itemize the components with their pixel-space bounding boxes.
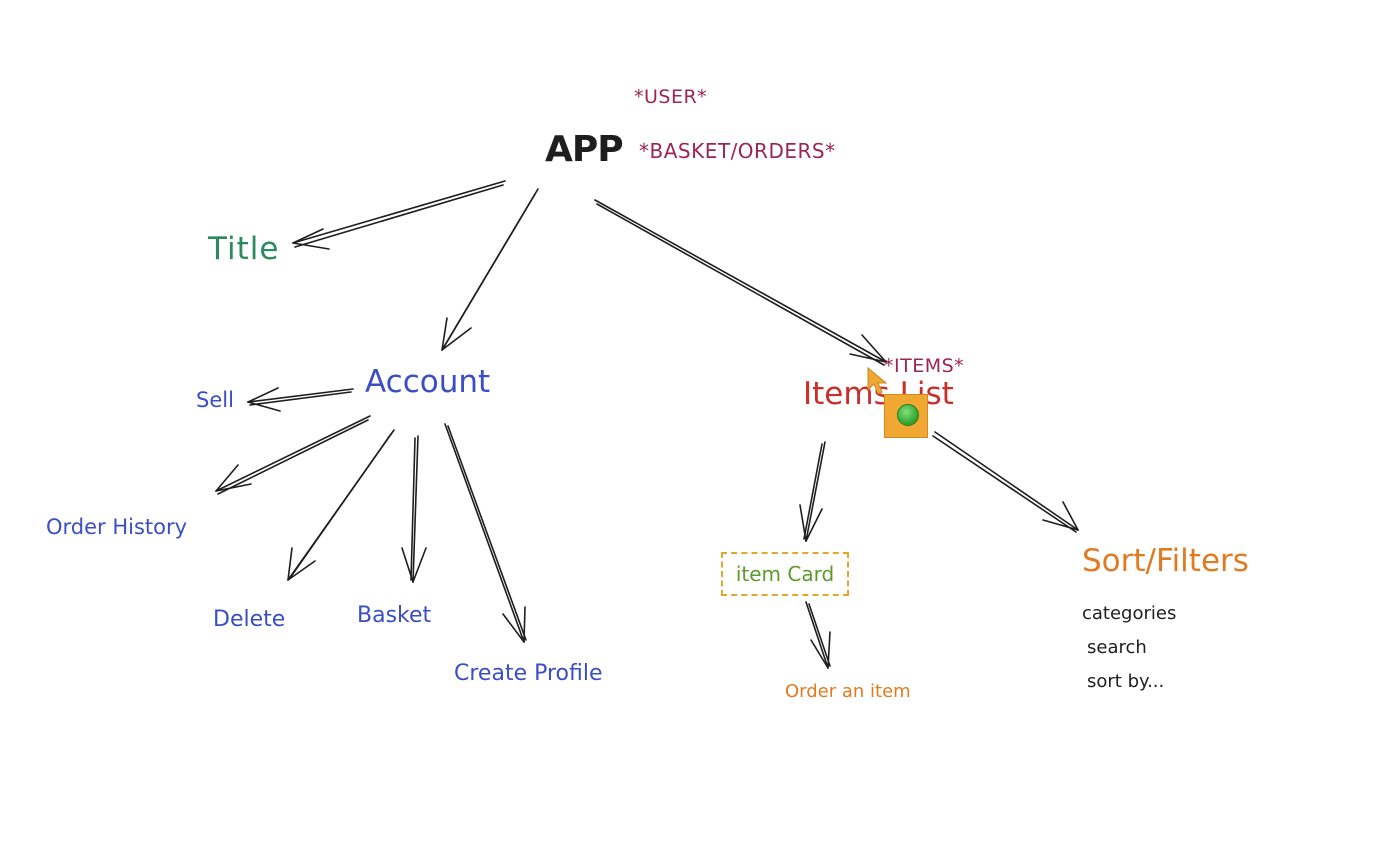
pointer-cursor-icon bbox=[867, 366, 888, 395]
node-order-an-item[interactable]: Order an item bbox=[785, 681, 911, 702]
arrow-app-to-title bbox=[292, 180, 506, 250]
arrow-account-to-order-history bbox=[215, 415, 371, 495]
node-basket[interactable]: Basket bbox=[357, 603, 432, 628]
arrow-app-to-account bbox=[441, 188, 539, 351]
arrow-account-to-delete bbox=[287, 429, 395, 581]
node-sort-filters[interactable]: Sort/Filters bbox=[1082, 543, 1249, 579]
arrow-account-to-basket bbox=[401, 435, 427, 583]
node-item-card[interactable]: item Card bbox=[721, 552, 849, 596]
sort-option-sort-by[interactable]: sort by... bbox=[1087, 671, 1165, 692]
node-delete[interactable]: Delete bbox=[213, 607, 286, 632]
arrow-items-list-to-item-card bbox=[799, 441, 826, 542]
sort-option-search[interactable]: search bbox=[1087, 637, 1147, 658]
node-title[interactable]: Title bbox=[208, 231, 280, 267]
node-app[interactable]: APP bbox=[545, 129, 624, 170]
arrow-account-to-sell bbox=[247, 387, 354, 412]
arrow-items-list-to-sort-filters bbox=[932, 431, 1079, 533]
node-account[interactable]: Account bbox=[365, 364, 491, 400]
arrow-app-to-items-list bbox=[594, 199, 887, 366]
node-sell[interactable]: Sell bbox=[196, 388, 234, 412]
node-order-history[interactable]: Order History bbox=[46, 515, 188, 539]
drag-handle[interactable] bbox=[884, 394, 928, 438]
arrow-item-card-to-order-an-item bbox=[805, 601, 831, 669]
note-user[interactable]: *USER* bbox=[634, 86, 708, 108]
arrow-account-to-create-profile bbox=[444, 423, 527, 643]
note-basket-orders[interactable]: *BASKET/ORDERS* bbox=[639, 139, 836, 163]
note-items[interactable]: *ITEMS* bbox=[884, 355, 965, 377]
green-dot-handle-icon bbox=[897, 404, 919, 426]
item-card-label: item Card bbox=[735, 562, 835, 586]
sort-option-categories[interactable]: categories bbox=[1082, 603, 1177, 624]
node-create-profile[interactable]: Create Profile bbox=[454, 661, 603, 686]
